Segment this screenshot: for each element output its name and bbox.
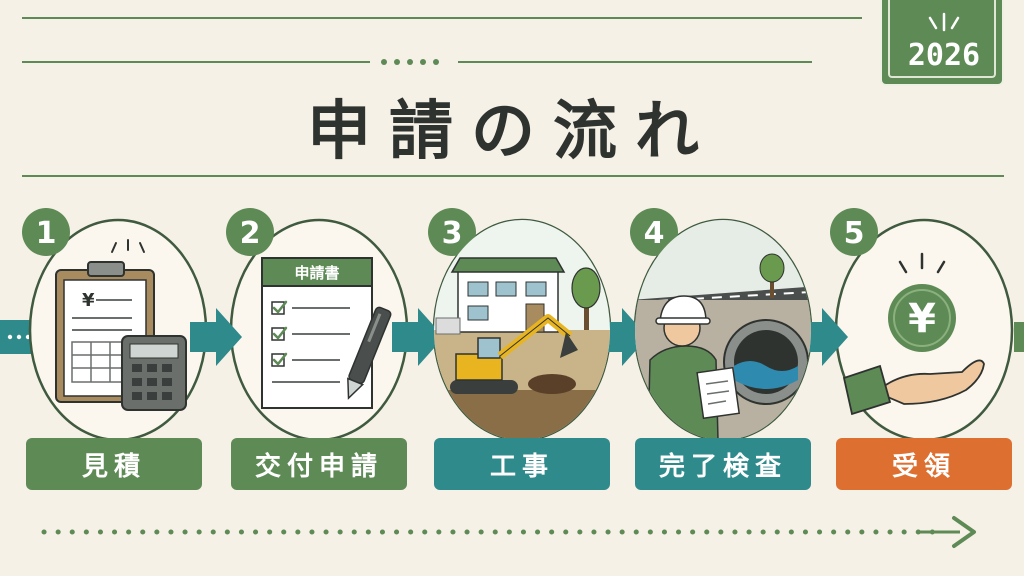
end-connector	[1014, 322, 1024, 352]
clipboard-calculator-icon: ¥	[55, 239, 187, 411]
step-badges	[22, 208, 878, 256]
coin-symbol: ¥	[908, 296, 936, 342]
step-4-label: 完了検査	[635, 438, 811, 490]
sparkle-icon	[928, 12, 960, 32]
step-5-label: 受領	[836, 438, 1012, 490]
step-3-label: 工事	[434, 438, 610, 490]
step-4-number: 4	[644, 216, 665, 251]
arrow-2-3	[392, 308, 444, 366]
step-2-label: 交付申請	[231, 438, 407, 490]
form-title: 申請書	[294, 264, 339, 282]
step-1-label: 見積	[26, 438, 202, 490]
year-text: 2026	[907, 38, 981, 73]
step-1-number: 1	[36, 216, 57, 251]
year-badge: 2026	[880, 0, 1004, 86]
progress-arrow	[41, 516, 976, 548]
header-decor	[22, 17, 1004, 177]
page-title: 申請の流れ	[307, 95, 717, 169]
yen-coin-hand-icon: ¥	[842, 252, 985, 416]
arrow-1-2	[190, 308, 242, 366]
svg-text:¥: ¥	[82, 290, 95, 311]
step-3-number: 3	[442, 216, 463, 251]
application-form-icon: 申請書	[261, 257, 392, 409]
step-2-number: 2	[240, 216, 261, 251]
step-5-number: 5	[844, 216, 865, 251]
flow-diagram: 1 2 3 4 5 ¥ 申請書	[0, 208, 1024, 548]
